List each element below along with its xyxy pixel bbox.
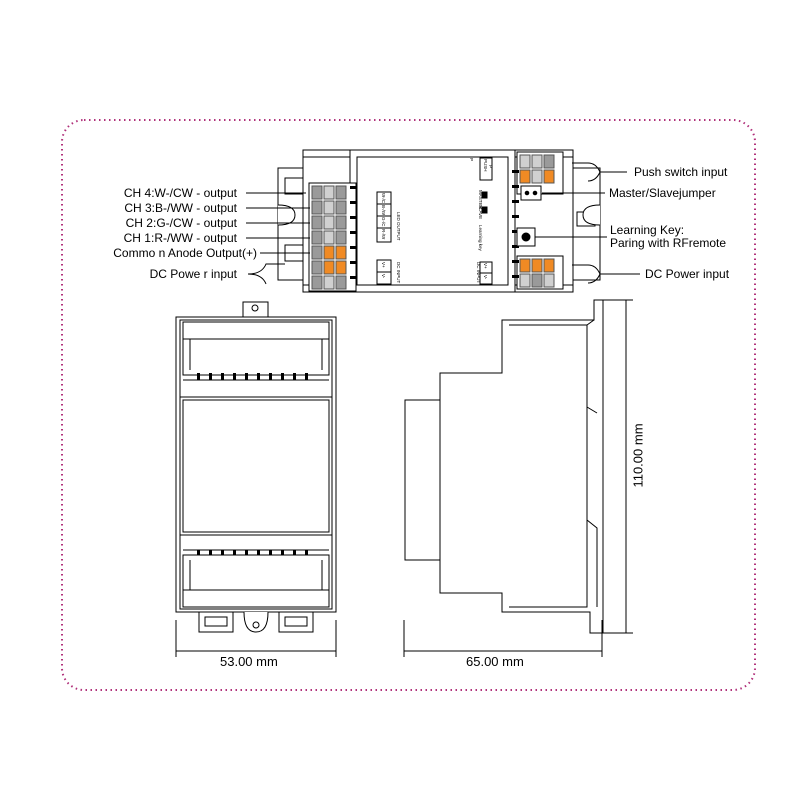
callout-learning-key-2: Paring with RFremote [610, 236, 727, 250]
right-leader-lines [535, 162, 640, 284]
dc-input-left-label: DC INPUT [396, 262, 401, 284]
left-leader-lines [246, 192, 310, 285]
terminal-label-5: V+ [381, 262, 386, 268]
terminal-label-2: B-/W [381, 205, 386, 216]
callout-common-anode: Commo n Anode Output(+) [113, 246, 257, 260]
dimension-depth: 65.00 mm [466, 654, 524, 669]
dc-input-right-label: DC INPUT [476, 262, 481, 284]
terminal-p1: P [488, 165, 493, 168]
right-terminal-teeth [512, 170, 519, 278]
left-terminals [311, 185, 347, 290]
side-view-device [404, 299, 604, 634]
height-dimension-lines [603, 299, 633, 634]
left-terminal-teeth [350, 186, 357, 279]
terminal-label-4: R-/W [381, 229, 386, 240]
callout-ch1: CH 1:R-/WW - output [123, 231, 237, 245]
terminal-vminus-right: V- [483, 275, 488, 280]
push-label: PUSH [483, 159, 488, 172]
master-label: MASTER [478, 190, 483, 210]
terminal-vplus-right: V+ [483, 263, 488, 269]
terminal-label-1: W-/C [381, 193, 386, 204]
depth-dimension-lines [403, 620, 603, 657]
terminal-p2: P [469, 158, 474, 161]
terminal-label-6: V- [381, 274, 386, 279]
callout-ch4: CH 4:W-/CW - output [123, 186, 237, 200]
front-view-device [175, 301, 337, 633]
width-dimension-lines [175, 620, 337, 657]
slave-label: SLAVE [478, 205, 483, 219]
learning-key-tiny-label: Learning key [478, 225, 483, 252]
dotted-border [61, 119, 756, 691]
callout-ch2: CH 2:G-/CW - output [125, 216, 237, 230]
callout-master-slave: Master/Slavejumper [609, 186, 716, 200]
top-view-device [277, 149, 601, 293]
device-tiny-texts: LED OUTPUT DC INPUT W-/C B-/W G-/C R-/W … [381, 158, 493, 284]
callout-dc-power-right: DC Power input [645, 267, 730, 281]
right-terminals [519, 154, 555, 288]
terminal-label-3: G-/C [381, 217, 386, 227]
callout-dc-power-left: DC Powe r input [149, 267, 237, 281]
callout-ch3: CH 3:B-/WW - output [124, 201, 237, 215]
dimension-height: 110.00 mm [630, 423, 646, 488]
led-output-label: LED OUTPUT [396, 212, 401, 241]
dimension-width: 53.00 mm [220, 654, 278, 669]
master-slave-jumper [520, 185, 542, 201]
callout-push-switch: Push switch input [634, 165, 728, 179]
callout-learning-key-1: Learning Key: [610, 223, 685, 237]
